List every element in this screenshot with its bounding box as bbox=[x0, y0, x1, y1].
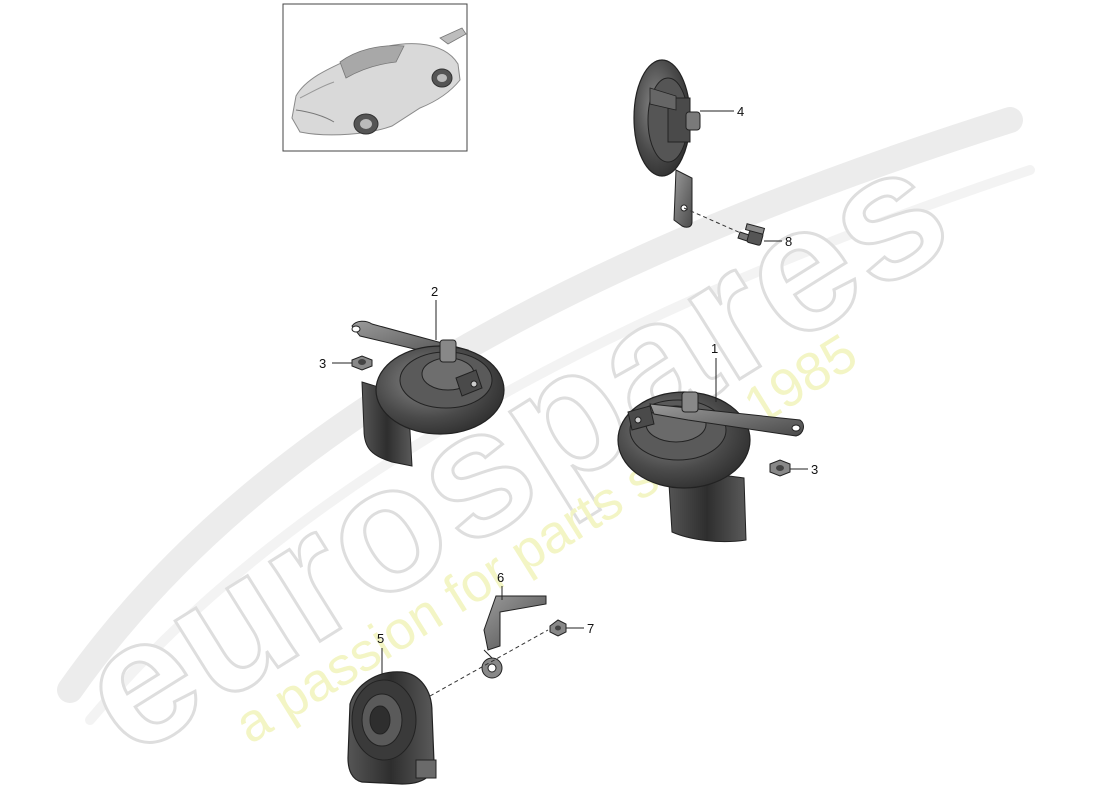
callout-7: 7 bbox=[587, 621, 594, 636]
watermark-brand: eurospares bbox=[45, 104, 981, 792]
part-4-horn bbox=[633, 59, 701, 228]
part-6-bracket bbox=[481, 595, 547, 679]
part-5-mount-axis bbox=[429, 629, 549, 697]
part-2-horn bbox=[351, 320, 505, 467]
callout-3-right: 3 bbox=[811, 462, 818, 477]
vehicle-thumbnail bbox=[282, 3, 468, 152]
part-5-horn bbox=[347, 671, 437, 785]
part-4-mount-axis bbox=[683, 207, 753, 239]
watermark: eurospares a passion for parts since 198… bbox=[43, 103, 1035, 794]
callout-4: 4 bbox=[737, 104, 744, 119]
part-7-nut bbox=[549, 619, 567, 637]
part-3-nut-left bbox=[351, 355, 373, 371]
part-1-horn bbox=[617, 391, 804, 543]
callout-8: 8 bbox=[785, 234, 792, 249]
callout-6: 6 bbox=[497, 570, 504, 585]
part-8-bolt bbox=[737, 223, 766, 246]
part-3-nut-right bbox=[769, 459, 791, 477]
leader-lines bbox=[332, 110, 808, 674]
callout-5: 5 bbox=[377, 631, 384, 646]
callout-1: 1 bbox=[711, 341, 718, 356]
callouts: 1 2 3 3 4 5 6 7 8 bbox=[319, 104, 818, 646]
car-illustration bbox=[291, 27, 467, 136]
callout-2: 2 bbox=[431, 284, 438, 299]
callout-3-left: 3 bbox=[319, 356, 326, 371]
